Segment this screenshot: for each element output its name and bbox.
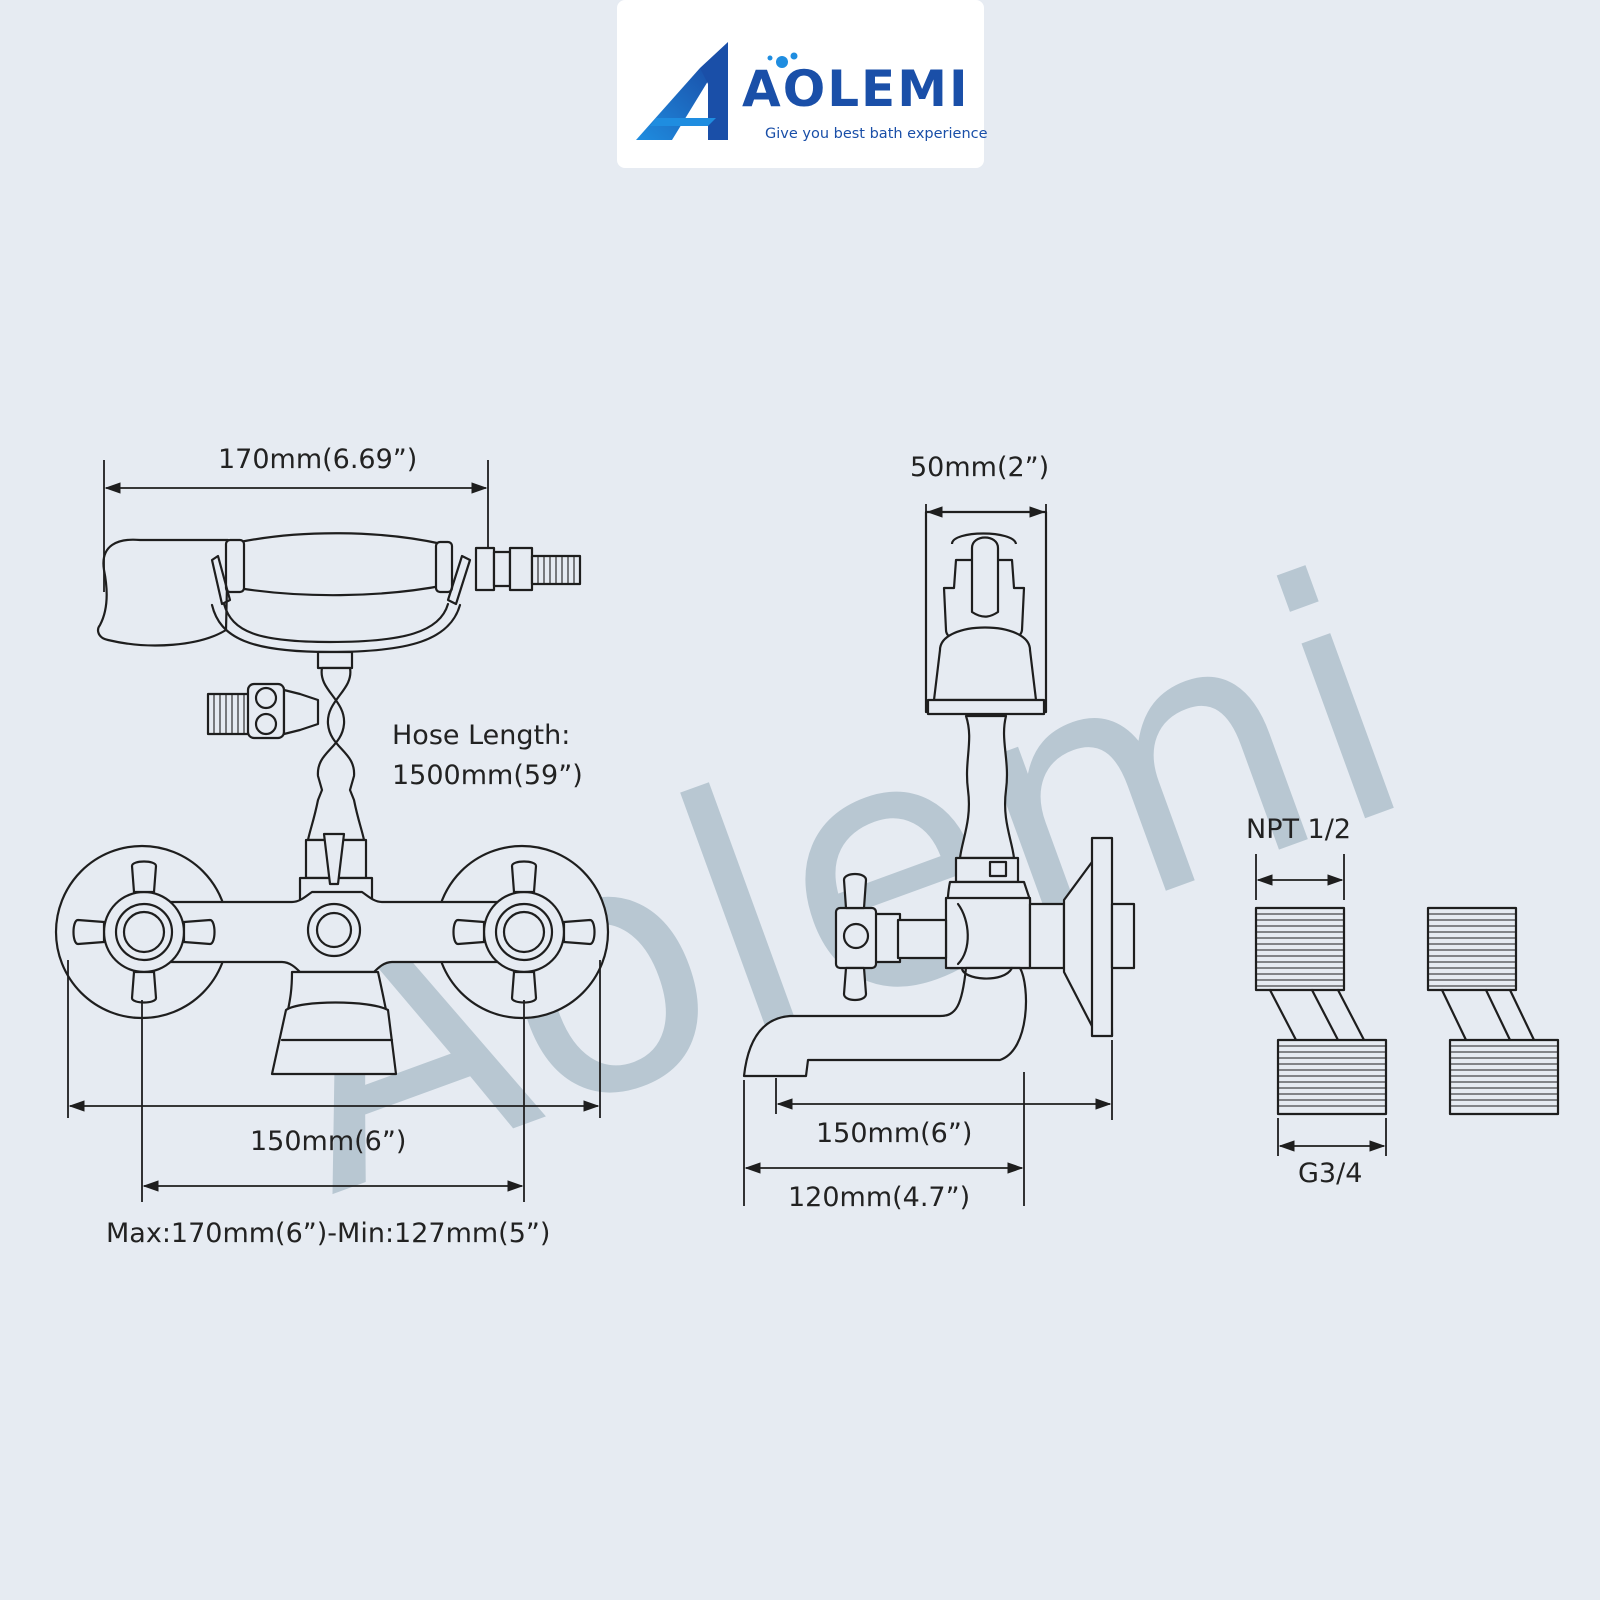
npt-thread-label: NPT 1/2 [1246, 814, 1351, 845]
riser-stem [306, 666, 366, 842]
g-thread-label: G3/4 [1298, 1158, 1362, 1189]
spout-length-label: 120mm(4.7”) [788, 1182, 970, 1213]
right-cross-handle [452, 860, 596, 1004]
eccentric-connectors [1254, 854, 1560, 1156]
brand-logo: AOLEMI Give you best bath experience [617, 0, 988, 168]
brand-name: AOLEMI [742, 60, 970, 118]
front-view-drawing [54, 460, 610, 1202]
center-distance-label: Max:170mm(6”)-Min:127mm(5”) [106, 1218, 550, 1249]
connector-right [1426, 906, 1560, 1116]
overall-width-label: 150mm(6”) [250, 1126, 406, 1157]
left-cross-handle [72, 860, 216, 1004]
hose-length-value: 1500mm(59”) [392, 760, 583, 791]
spout-projection-label: 150mm(6”) [816, 1118, 972, 1149]
handshower-width-label: 170mm(6.69”) [218, 444, 417, 475]
side-spout [742, 966, 1028, 1078]
holder-width-label: 50mm(2”) [910, 452, 1049, 483]
cradle [210, 603, 462, 654]
connector-left [1254, 906, 1388, 1116]
watermark-text: Aolemi [222, 501, 1451, 1271]
hand-shower-head [97, 538, 230, 647]
hand-shower-handle [236, 532, 448, 597]
brand-tagline: Give you best bath experience [765, 126, 988, 142]
side-view-drawing [742, 504, 1136, 1206]
hose-length-label: Hose Length: [392, 720, 570, 751]
